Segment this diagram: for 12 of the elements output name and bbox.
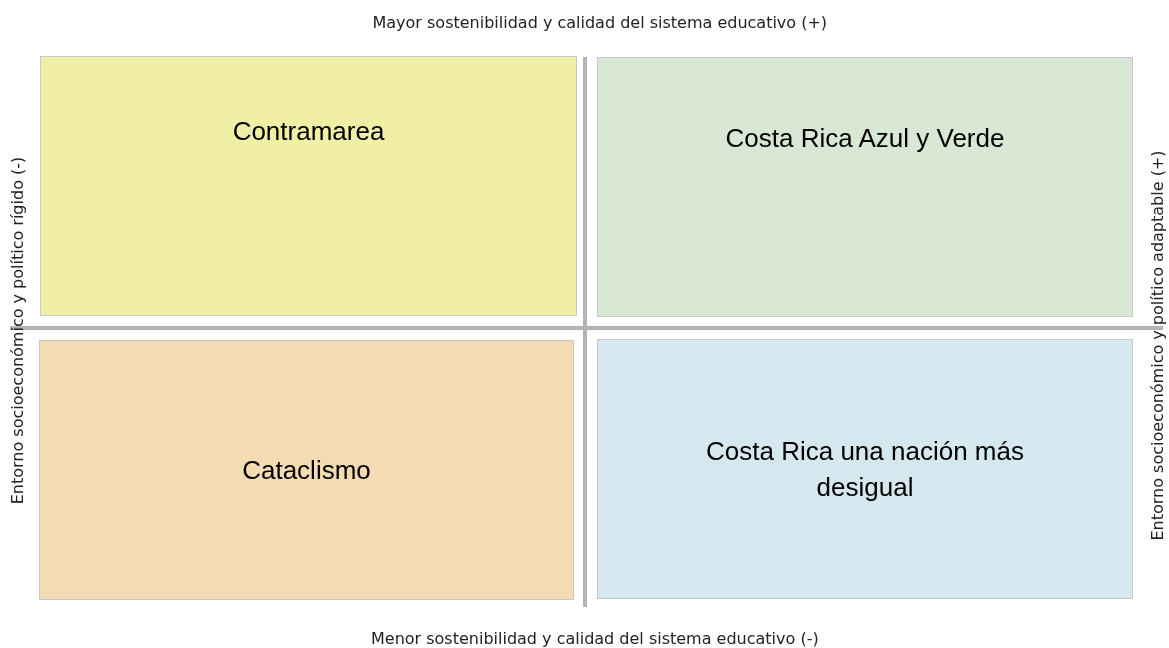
axis-label: Menor sostenibilidad y calidad del sistema educativo (-) <box>371 628 819 648</box>
scenario-title: Costa Rica Azul y Verde <box>725 122 1005 155</box>
quadrant-box <box>597 57 1133 317</box>
axis-label: Entorno socioeconómico y político adaptable (+) <box>1147 150 1167 540</box>
scenario-title: Cataclismo <box>242 453 371 487</box>
axis-label: Mayor sostenibilidad y calidad del sistema educativo (+) <box>372 12 828 32</box>
quadrant-box <box>39 340 574 600</box>
scenario-title: Costa Rica una nación más desigual <box>705 434 1025 504</box>
scenario-title: Contramarea <box>232 115 385 148</box>
quadrant-box <box>597 339 1133 599</box>
quadrant-box <box>40 56 577 316</box>
axis-label: Entorno socioeconómico y político rígido (-) <box>8 156 28 504</box>
